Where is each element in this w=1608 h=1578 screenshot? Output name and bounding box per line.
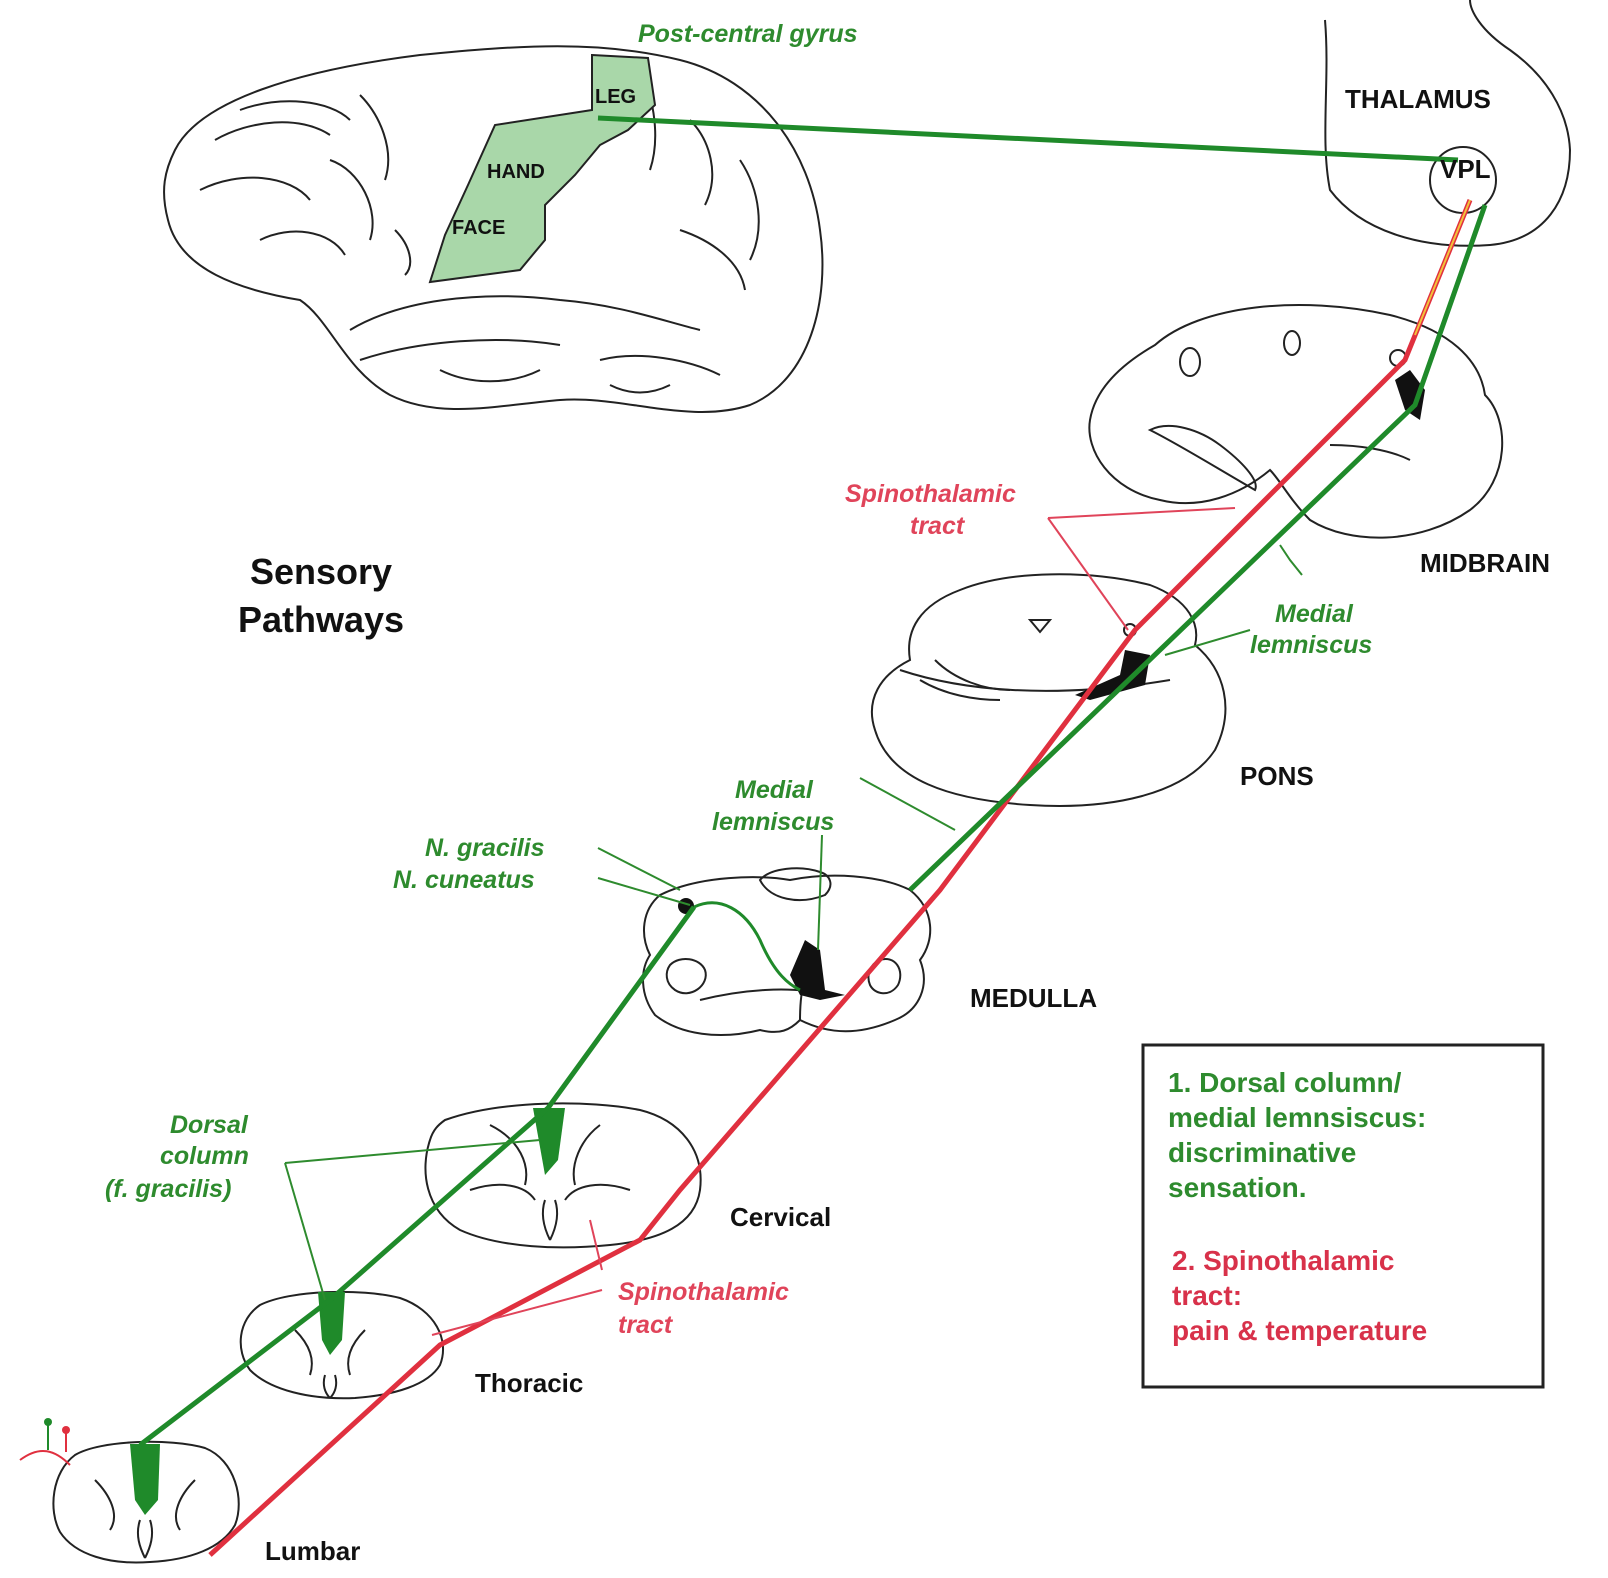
dorsal-column-line-2: column: [160, 1142, 249, 1170]
cervical-label: Cervical: [730, 1202, 831, 1232]
thoracic-illustration: [239, 1290, 445, 1400]
medial-lemniscus-upper-line-1: Medial: [1275, 600, 1354, 628]
legend-item1-line2: medial lemnsiscus:: [1168, 1102, 1426, 1133]
legend-item1-line3: discriminative: [1168, 1137, 1356, 1168]
thoracic-label: Thoracic: [475, 1368, 583, 1398]
vpl-label: VPL: [1440, 154, 1491, 184]
midbrain-illustration: [1088, 304, 1504, 539]
thalamus-label: THALAMUS: [1345, 84, 1491, 114]
medulla-label: MEDULLA: [970, 983, 1097, 1013]
thalamus-illustration: [1324, 0, 1572, 247]
medial-lemniscus-upper-line-2: lemniscus: [1250, 631, 1372, 659]
pons-label: PONS: [1240, 761, 1314, 791]
cortex-leg-label: LEG: [595, 86, 636, 108]
post-central-gyrus-label: Post-central gyrus: [638, 20, 858, 48]
medial-lemniscus-lower-line-1: Medial: [735, 776, 814, 804]
cortex-face-label: FACE: [452, 217, 505, 239]
legend-item2-line2: tract:: [1172, 1280, 1242, 1311]
spinothalamic-upper-line-1: Spinothalamic: [845, 480, 1016, 508]
legend-item1-line4: sensation.: [1168, 1172, 1306, 1203]
cervical-illustration: [424, 1102, 702, 1249]
legend-item1-line1: 1. Dorsal column/: [1168, 1067, 1402, 1098]
n-cuneatus-label: N. cuneatus: [393, 866, 535, 894]
legend-item2-line3: pain & temperature: [1172, 1315, 1427, 1346]
medial-lemniscus-lower-line-2: lemniscus: [712, 808, 834, 836]
cortex-hand-label: HAND: [487, 161, 545, 183]
n-gracilis-label: N. gracilis: [425, 834, 545, 862]
legend-item2-line1: 2. Spinothalamic: [1172, 1245, 1395, 1276]
spinothalamic-lower-line-2: tract: [618, 1311, 674, 1339]
spinothalamic-pathway: [208, 199, 1473, 1557]
dorsal-column-medial-lemniscus-pathway: [138, 115, 1488, 1447]
dorsal-column-line-3: (f. gracilis): [105, 1175, 231, 1203]
title-line-2: Pathways: [238, 599, 404, 640]
label-leader-lines: [284, 507, 1303, 1336]
title-line-1: Sensory: [250, 551, 392, 592]
pons-illustration: [870, 573, 1227, 807]
spinothalamic-lower-line-1: Spinothalamic: [618, 1278, 789, 1306]
dorsal-column-line-1: Dorsal: [170, 1111, 249, 1139]
lumbar-illustration: [19, 1418, 240, 1564]
legend-box: 1. Dorsal column/ medial lemnsiscus: dis…: [1141, 1043, 1545, 1389]
lumbar-label: Lumbar: [265, 1536, 360, 1566]
post-central-gyrus-area: [428, 53, 657, 284]
midbrain-label: MIDBRAIN: [1420, 548, 1550, 578]
spinothalamic-upper-line-2: tract: [910, 512, 966, 540]
